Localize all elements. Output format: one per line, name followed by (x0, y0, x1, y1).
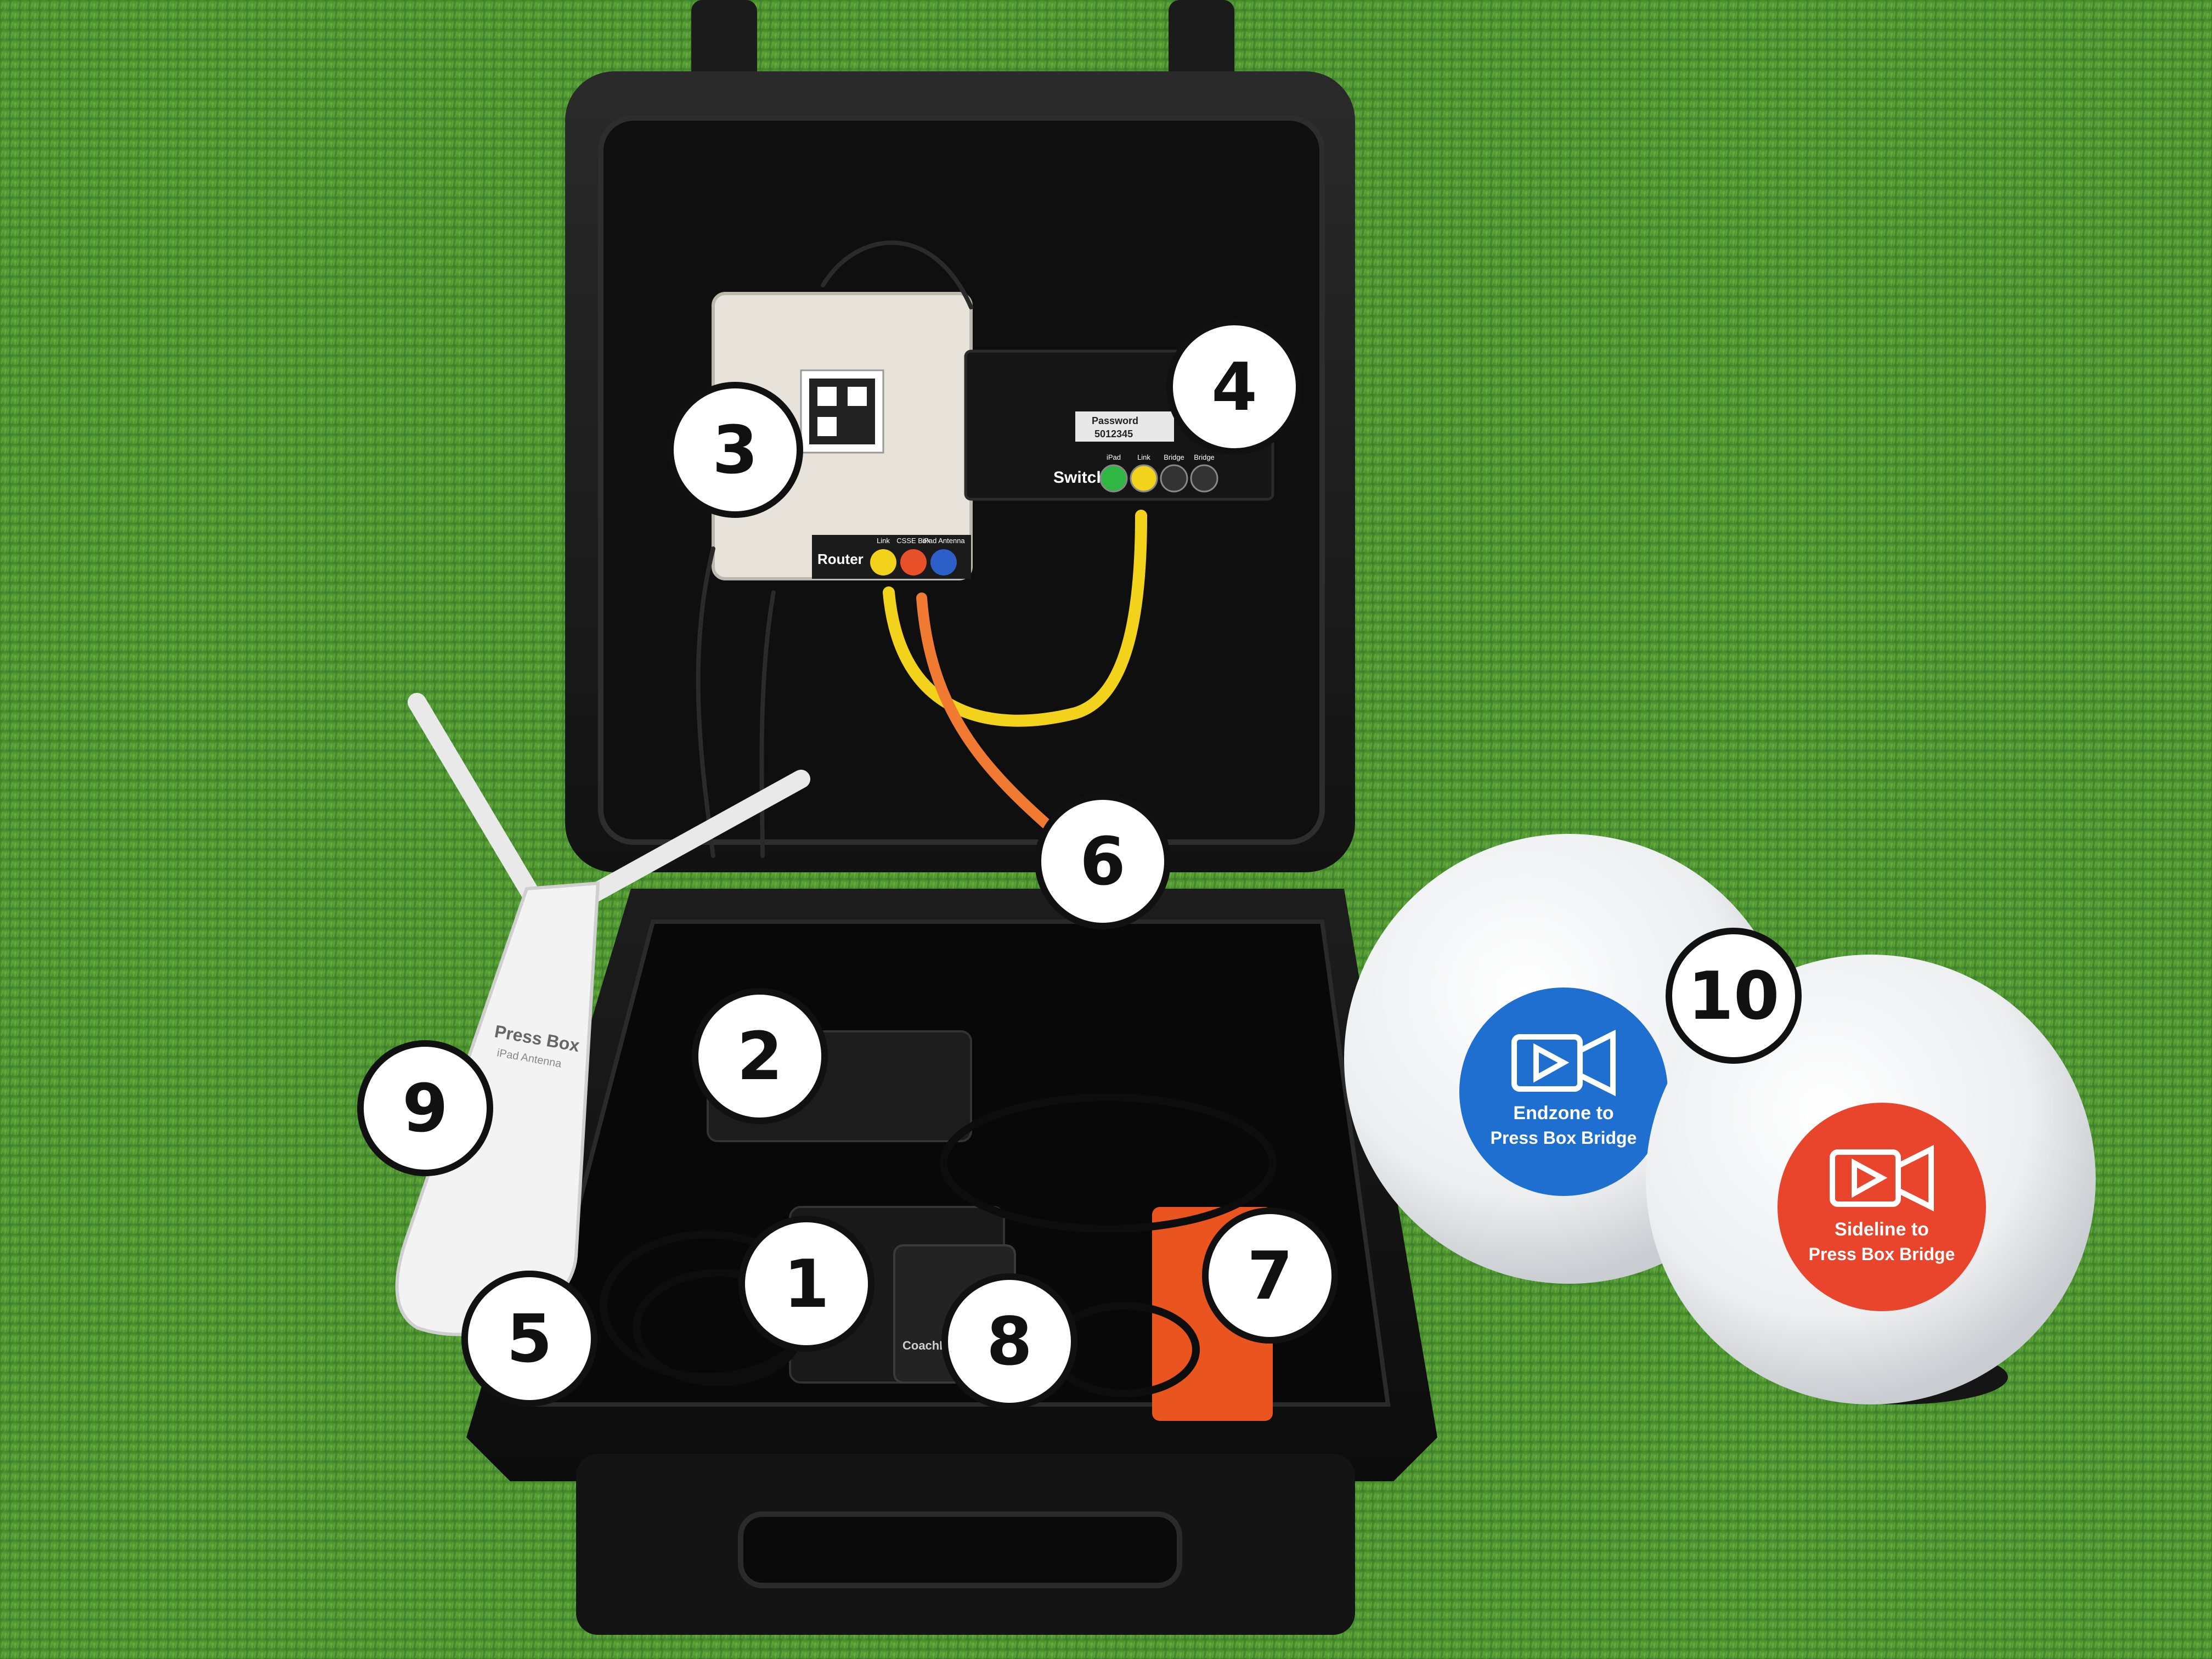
video-camera-icon (1830, 1144, 1934, 1212)
switch-port-label-4: Bridge (1194, 453, 1215, 461)
callout-number-4: 4 (1211, 349, 1257, 426)
switch-label: Switch (1053, 469, 1107, 487)
switch-port-2 (1130, 464, 1158, 493)
callout-7: 7 (1202, 1207, 1338, 1344)
switch-port-3 (1160, 464, 1188, 493)
switch-port-label-3: Bridge (1164, 453, 1184, 461)
ipad-antenna-9: Press Box iPad Antenna (395, 693, 810, 1336)
router-label: Router (817, 551, 864, 567)
sideline-line1: Sideline to (1835, 1219, 1929, 1240)
switch-port-label-1: iPad (1107, 453, 1121, 461)
router-port-1 (870, 549, 896, 575)
switch-port-1 (1099, 464, 1128, 493)
sideline-line2: Press Box Bridge (1809, 1244, 1955, 1264)
callout-number-2: 2 (737, 1019, 783, 1095)
router-port-label-2: CSSE Box (896, 537, 930, 545)
callout-number-7: 7 (1247, 1238, 1293, 1314)
callout-2: 2 (692, 988, 828, 1124)
endzone-line2: Press Box Bridge (1491, 1128, 1637, 1148)
bridge-sphere-sideline: Sideline to Press Box Bridge (1646, 955, 2096, 1404)
callout-5: 5 (461, 1271, 597, 1407)
switch-password-label: Password (1092, 415, 1138, 426)
endzone-line1: Endzone to (1513, 1103, 1613, 1124)
switch-port-4 (1190, 464, 1218, 493)
callout-6: 6 (1035, 793, 1171, 929)
callout-number-5: 5 (506, 1301, 552, 1378)
router-port-3 (930, 549, 957, 575)
switch-password-value: 5012345 (1094, 428, 1133, 439)
callout-number-10: 10 (1688, 958, 1780, 1035)
callout-9: 9 (357, 1040, 493, 1176)
callout-number-9: 9 (402, 1071, 448, 1147)
callout-1: 1 (738, 1216, 874, 1352)
video-camera-icon (1511, 1029, 1616, 1097)
callout-8: 8 (941, 1273, 1077, 1409)
callout-number-8: 8 (986, 1304, 1032, 1380)
router-port-label-1: Link (877, 537, 890, 545)
switch-port-label-2: Link (1137, 453, 1150, 461)
callout-number-6: 6 (1080, 824, 1126, 900)
callout-number-1: 1 (783, 1246, 830, 1323)
callout-number-3: 3 (712, 413, 758, 489)
router-port-label-3: iPad Antenna (922, 537, 965, 545)
callout-4: 4 (1166, 319, 1302, 455)
router-port-2 (900, 549, 927, 575)
callout-3: 3 (667, 382, 803, 518)
callout-10: 10 (1666, 928, 1802, 1064)
